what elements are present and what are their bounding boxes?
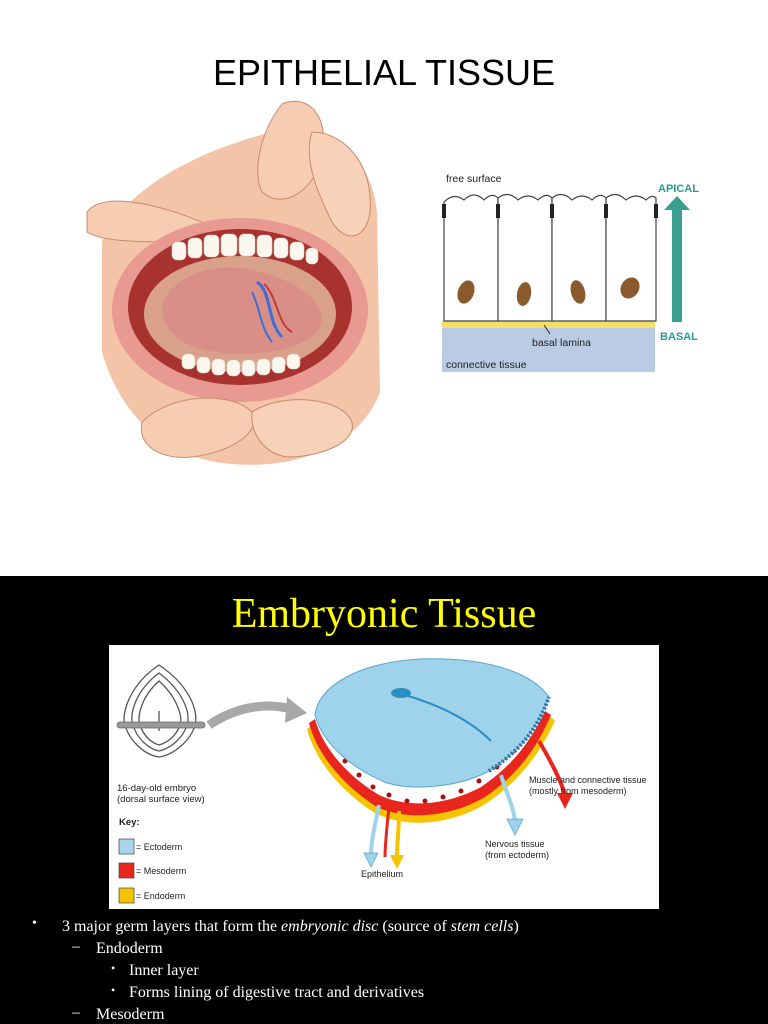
oral-mucosa-illustration <box>86 100 380 465</box>
bullet-forms-lining: Forms lining of digestive tract and deri… <box>129 984 425 1001</box>
embryo-caption-sub: (dorsal surface view) <box>117 794 205 805</box>
nervous-label-sub: (from ectoderm) <box>485 850 549 860</box>
free-surface-label: free surface <box>446 173 502 185</box>
bullet-marker: • <box>32 916 37 931</box>
bullet-endoderm: Endoderm <box>96 940 163 957</box>
embryo-caption: 16-day-old embryo <box>117 783 196 794</box>
bullet-emphasis: embryonic disc <box>281 918 379 935</box>
embryo-outline-icon <box>123 664 197 758</box>
basal-lamina-label: basal lamina <box>532 337 591 349</box>
bullet-germ-layers: 3 major germ layers that form the embryo… <box>62 918 519 936</box>
basal-label: BASAL <box>660 331 698 343</box>
apical-label: APICAL <box>658 183 699 195</box>
bullet-text: (source of <box>378 918 451 935</box>
germ-layers-figure: 16-day-old embryo (dorsal surface view) … <box>109 645 659 909</box>
bullet-text: ) <box>513 918 519 935</box>
bullet-mesoderm: Mesoderm <box>96 1006 165 1023</box>
mesoderm-swatch <box>118 862 135 879</box>
slide-title: Embryonic Tissue <box>231 591 537 637</box>
slide-epithelial-tissue: EPITHELIAL TISSUE <box>86 52 700 465</box>
ectoderm-swatch <box>118 838 135 855</box>
embryonic-disc-illustration <box>307 658 573 869</box>
columnar-epithelium-diagram: free surface basal lamina <box>442 173 699 372</box>
key-mesoderm: = Mesoderm <box>136 866 186 876</box>
endoderm-swatch <box>118 887 135 904</box>
key-title: Key: <box>119 817 140 828</box>
connective-tissue-label: connective tissue <box>446 359 527 371</box>
key-ectoderm: = Ectoderm <box>136 842 182 852</box>
bullet-emphasis: stem cells <box>450 918 514 935</box>
nervous-label: Nervous tissue <box>485 839 545 849</box>
bullet-inner-layer: Inner layer <box>129 962 199 979</box>
slide-embryonic-tissue: Embryonic Tissue 16-day-old embryo (dors… <box>0 576 768 1024</box>
dash-marker: – <box>72 938 80 955</box>
dash-marker: – <box>72 1004 80 1021</box>
slide-title: EPITHELIAL TISSUE <box>212 52 556 93</box>
bullet-marker: • <box>111 983 116 997</box>
bullet-text: 3 major germ layers that form the <box>62 918 282 935</box>
apical-basal-arrow <box>664 196 690 322</box>
bullet-marker: • <box>111 961 116 975</box>
muscle-label-sub: (mostly from mesoderm) <box>529 786 627 796</box>
epithelium-label: Epithelium <box>361 869 403 879</box>
muscle-label: Muscle and connective tissue <box>529 775 647 785</box>
key-endoderm: = Endoderm <box>136 891 185 901</box>
